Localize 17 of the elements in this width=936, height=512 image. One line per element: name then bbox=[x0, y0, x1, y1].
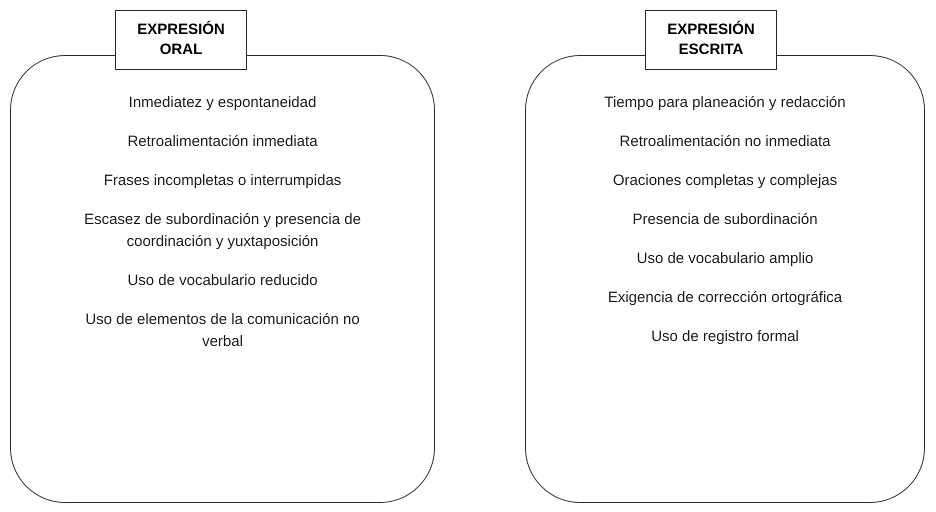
feature-text: Uso de registro formal bbox=[651, 327, 799, 347]
feature-text: Retroalimentación no inmediata bbox=[620, 132, 830, 152]
heading-box: EXPRESIÓN ESCRITA bbox=[645, 10, 777, 70]
feature-text: Retroalimentación inmediata bbox=[127, 132, 318, 152]
feature-text: Uso de elementos de la comunicación no verbal bbox=[84, 310, 361, 352]
feature-text: Inmediatez y espontaneidad bbox=[128, 93, 316, 113]
heading-box: EXPRESIÓN ORAL bbox=[115, 10, 247, 70]
feature-text: Uso de vocabulario amplio bbox=[636, 249, 814, 269]
feature-text: Oraciones completas y complejas bbox=[612, 171, 838, 191]
feature-text: Exigencia de corrección ortográfica bbox=[608, 288, 842, 308]
feature-text: Uso de vocabulario reducido bbox=[127, 271, 318, 291]
rounded-panel bbox=[525, 55, 925, 503]
feature-text: Frases incompletas o interrumpidas bbox=[104, 171, 342, 191]
rounded-panel bbox=[10, 55, 435, 503]
feature-text: Tiempo para planeación y redacción bbox=[604, 93, 846, 113]
feature-text: Escasez de subordinación y presencia de coordinación y yuxtaposición bbox=[83, 210, 362, 252]
feature-text: Presencia de subordinación bbox=[632, 210, 818, 230]
